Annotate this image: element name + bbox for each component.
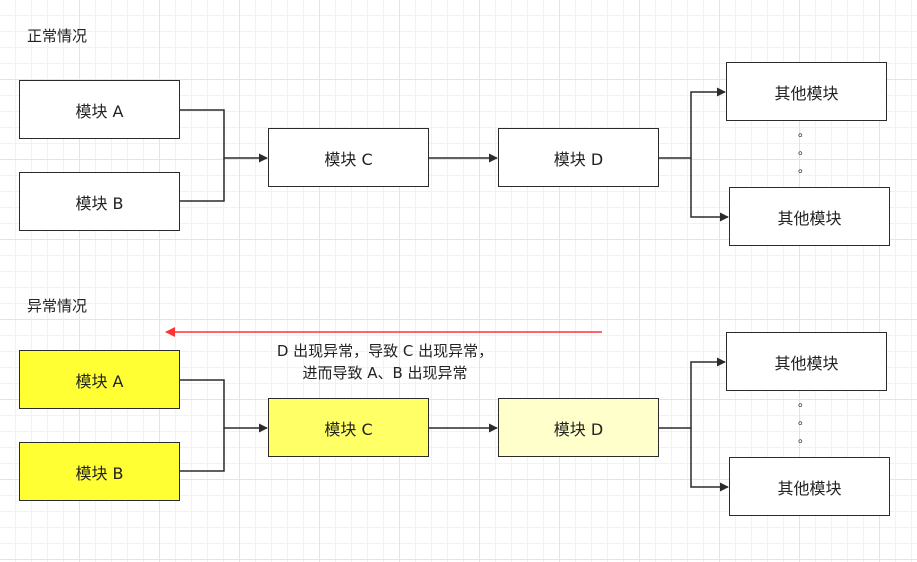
abnormal-other-module-bottom[interactable]: 其他模块 xyxy=(729,457,890,516)
abnormal-edge-d-to-other-bottom xyxy=(690,428,729,492)
normal-dot: 。 xyxy=(797,161,810,175)
normal-module-b-label: 模块 B xyxy=(75,193,124,213)
normal-edge-b-to-c xyxy=(180,158,225,202)
abnormal-edge-b-to-c xyxy=(180,428,225,472)
normal-ellipsis-dots: 。 。 。 xyxy=(794,123,814,177)
note-line-1: D 出现异常，导致 C 出现异常， xyxy=(276,342,494,360)
normal-edge-a-to-c xyxy=(180,109,268,163)
normal-module-c[interactable]: 模块 C xyxy=(268,128,429,187)
normal-section-title: 正常情况 xyxy=(27,27,88,45)
normal-other-module-bottom-label: 其他模块 xyxy=(777,208,842,228)
normal-module-c-label: 模块 C xyxy=(324,149,373,169)
abnormal-ellipsis-dots: 。 。 。 xyxy=(794,393,814,447)
normal-other-module-bottom[interactable]: 其他模块 xyxy=(729,187,890,246)
abnormal-other-module-top[interactable]: 其他模块 xyxy=(726,332,887,391)
abnormal-module-b-label: 模块 B xyxy=(75,463,124,483)
abnormal-edge-a-to-c xyxy=(180,379,268,433)
normal-module-d-label: 模块 D xyxy=(553,149,604,169)
abnormal-dot: 。 xyxy=(797,431,810,445)
abnormal-module-a[interactable]: 模块 A xyxy=(19,350,180,409)
normal-module-d[interactable]: 模块 D xyxy=(498,128,659,187)
abnormal-module-d-label: 模块 D xyxy=(553,419,604,439)
normal-module-a[interactable]: 模块 A xyxy=(19,80,180,139)
abnormal-other-module-top-label: 其他模块 xyxy=(774,353,839,373)
abnormal-module-a-label: 模块 A xyxy=(75,371,124,391)
normal-module-a-label: 模块 A xyxy=(75,101,124,121)
abnormal-section-title: 异常情况 xyxy=(27,297,88,315)
abnormal-module-d[interactable]: 模块 D xyxy=(498,398,659,457)
abnormal-module-c[interactable]: 模块 C xyxy=(268,398,429,457)
normal-edge-d-to-other-top xyxy=(659,87,726,159)
abnormal-module-c-label: 模块 C xyxy=(324,419,373,439)
abnormal-other-module-bottom-label: 其他模块 xyxy=(777,478,842,498)
abnormal-dot: 。 xyxy=(797,413,810,427)
abnormal-module-b[interactable]: 模块 B xyxy=(19,442,180,501)
normal-dot: 。 xyxy=(797,143,810,157)
normal-dot: 。 xyxy=(797,125,810,139)
normal-other-module-top[interactable]: 其他模块 xyxy=(726,62,887,121)
normal-other-module-top-label: 其他模块 xyxy=(774,83,839,103)
abnormal-edge-d-to-other-top xyxy=(659,357,726,429)
normal-module-b[interactable]: 模块 B xyxy=(19,172,180,231)
normal-edge-d-to-other-bottom xyxy=(690,158,729,222)
abnormal-dot: 。 xyxy=(797,395,810,409)
failure-propagation-note: D 出现异常，导致 C 出现异常， 进而导致 A、B 出现异常 xyxy=(250,340,520,384)
note-line-2: 进而导致 A、B 出现异常 xyxy=(302,364,468,382)
